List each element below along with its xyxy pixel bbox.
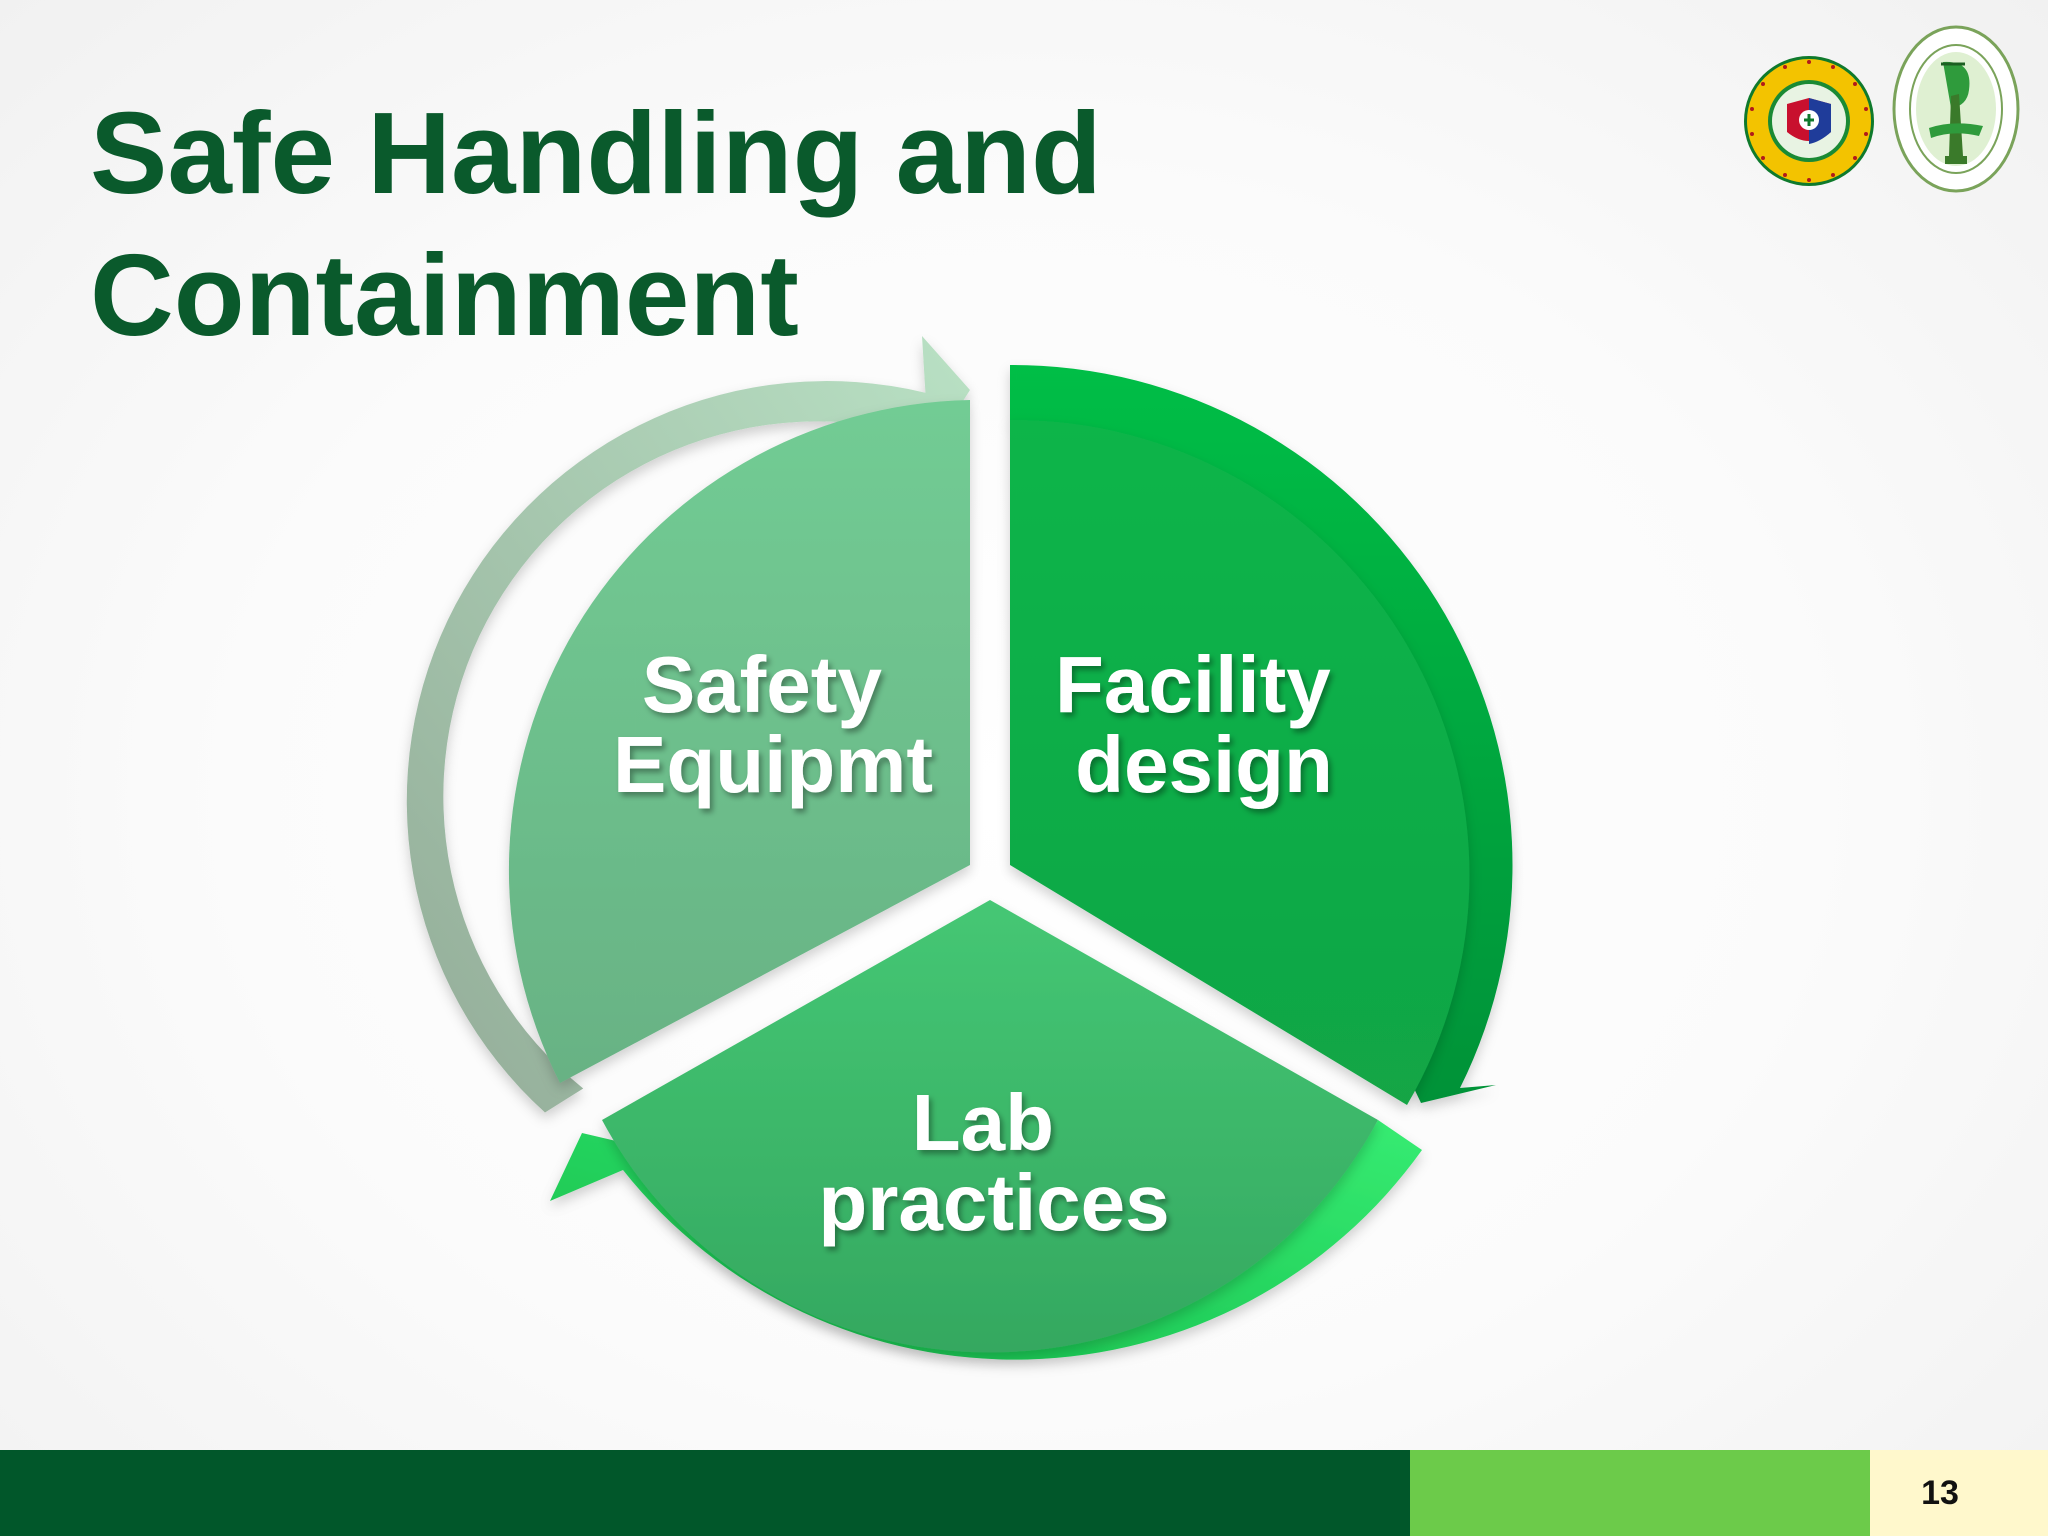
- facility-design-segment: [1010, 419, 1470, 1105]
- footer-page-band: [1870, 1450, 2048, 1536]
- footer-dark-band: [0, 1450, 1410, 1536]
- lab-practices-label: Lab practices: [818, 1078, 1169, 1247]
- safety-equipment-label-line-2: Equipmt: [613, 720, 933, 809]
- facility-design-label-line-2: design: [1075, 720, 1333, 809]
- footer-bar: 13: [0, 1450, 2048, 1536]
- doh-seal-logo: [1744, 56, 1874, 186]
- facility-design-label: Facility design: [1055, 640, 1353, 809]
- safety-equipment-label-line-1: Safety: [642, 640, 883, 729]
- safety-equipment-segment: [508, 400, 970, 1083]
- logo-group: [1736, 24, 2026, 194]
- slide-title: Safe Handling and Containment: [90, 82, 1290, 366]
- footer-light-band: [1410, 1450, 1870, 1536]
- lab-practices-segment: [602, 900, 1378, 1353]
- safety-cycle-arrow: [406, 336, 970, 1113]
- lab-cycle-arrow: [550, 1120, 1422, 1360]
- page-number: 13: [1921, 1474, 1959, 1512]
- lab-practices-label-line-2: practices: [818, 1158, 1169, 1247]
- lab-practices-label-line-1: Lab: [912, 1078, 1054, 1167]
- slide-title-line-2: Containment: [90, 230, 799, 360]
- facility-cycle-arrow: [1010, 364, 1513, 1104]
- ritm-seal-logo: [1892, 25, 2020, 193]
- facility-design-label-line-1: Facility: [1055, 640, 1331, 729]
- slide-title-line-1: Safe Handling and: [90, 88, 1102, 218]
- safety-equipment-label: Safety Equipmt: [613, 640, 933, 809]
